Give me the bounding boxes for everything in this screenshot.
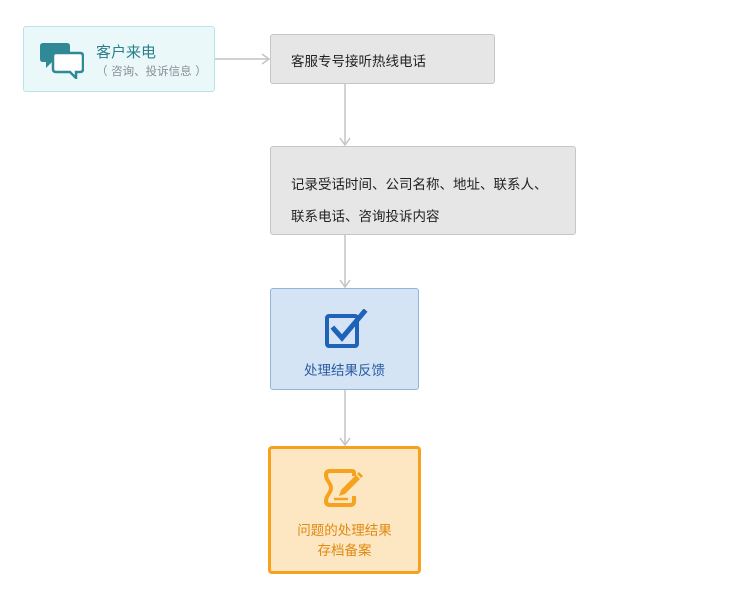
checkbox-icon: [325, 309, 368, 348]
node-record-details: 记录受话时间、公司名称、地址、联系人、 联系电话、咨询投诉内容: [270, 146, 576, 235]
node-title: 客户来电: [96, 43, 157, 61]
node-text-line1: 问题的处理结果: [297, 523, 392, 539]
node-text-line1: 记录受话时间、公司名称、地址、联系人、: [291, 177, 548, 193]
node-text-line2: 存档备案: [317, 543, 372, 559]
node-archive-result: 问题的处理结果 存档备案: [268, 446, 421, 574]
node-text: 问题的处理结果 存档备案: [271, 521, 418, 561]
node-text-line2: 联系电话、咨询投诉内容: [291, 209, 440, 225]
node-subtitle: （ 咨询、投诉信息 ）: [96, 64, 207, 78]
node-feedback-result: 处理结果反馈: [270, 288, 419, 390]
node-text: 记录受话时间、公司名称、地址、联系人、 联系电话、咨询投诉内容: [291, 169, 561, 233]
document-edit-icon: [324, 469, 363, 507]
arrowhead-step4: [339, 437, 351, 447]
node-text: 处理结果反馈: [304, 363, 385, 379]
node-customer-call: 客户来电 （ 咨询、投诉信息 ）: [23, 26, 215, 92]
node-answer-hotline: 客服专号接听热线电话: [270, 34, 495, 84]
chat-bubbles-icon: [40, 43, 84, 79]
arrowhead-step3: [339, 279, 351, 289]
arrowhead-step1: [261, 53, 271, 65]
arrowhead-step2: [339, 137, 351, 147]
node-text: 客服专号接听热线电话: [291, 54, 426, 70]
